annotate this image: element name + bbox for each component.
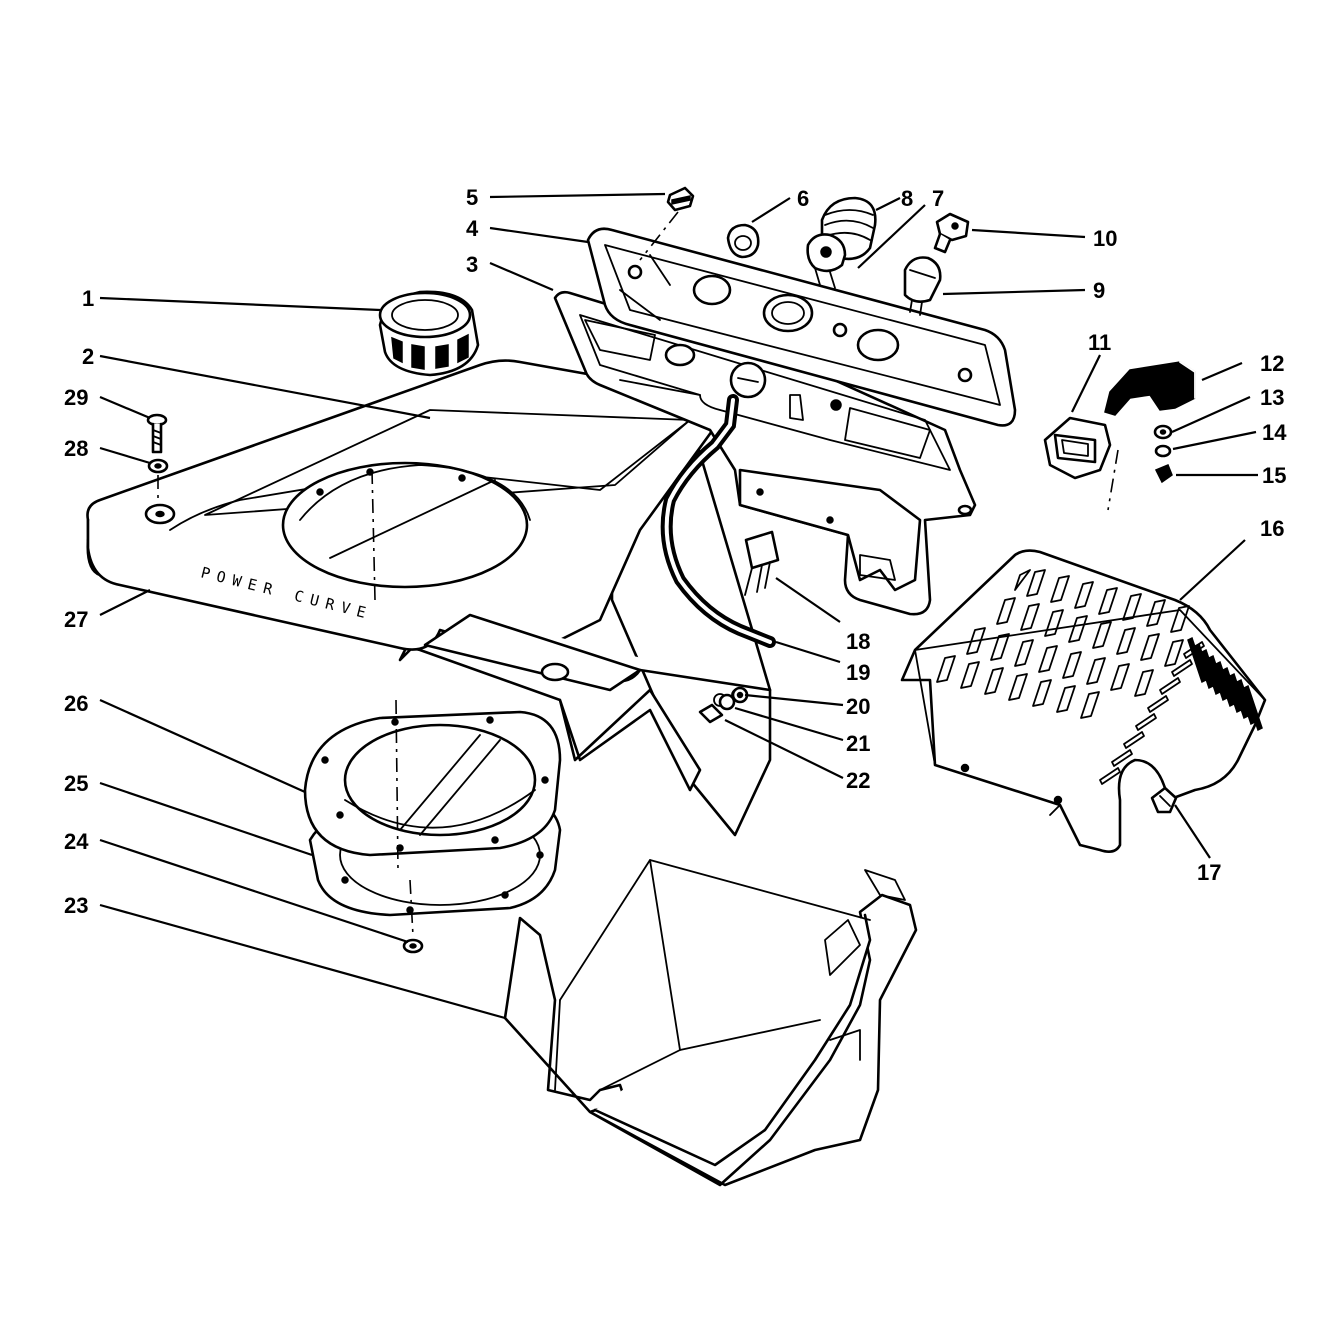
- callout-12: 12: [1260, 351, 1284, 376]
- callout-6: 6: [797, 186, 809, 211]
- vent-slot: [1164, 639, 1184, 667]
- part-7-switch: [806, 233, 847, 289]
- part-19-wire-harness: [660, 394, 776, 648]
- callout-19: 19: [846, 660, 870, 685]
- vent-slot: [1056, 685, 1076, 713]
- callout-7: 7: [932, 186, 944, 211]
- side-slot: [1171, 659, 1193, 677]
- vent-slot: [996, 597, 1016, 625]
- part-17-bolt: [1150, 786, 1178, 814]
- vent-slot: [1140, 633, 1160, 661]
- callout-3: 3: [466, 252, 478, 277]
- callout-20: 20: [846, 694, 870, 719]
- part-24-washer: [402, 938, 424, 954]
- side-slot: [1111, 749, 1133, 767]
- part-1-gas-cap: [378, 290, 480, 377]
- part-27-console-body: POWER CURVE: [86, 359, 772, 837]
- shroud-vent-slots: [936, 569, 1263, 785]
- side-slot: [1123, 731, 1145, 749]
- callout-9: 9: [1093, 278, 1105, 303]
- side-slot: [1183, 641, 1205, 659]
- callout-23: 23: [64, 893, 88, 918]
- part-18-connector: [744, 530, 780, 596]
- part-20-22-fastener-stack: [698, 686, 749, 724]
- part-26-flange-ring: [303, 710, 562, 857]
- side-slot: [1147, 695, 1169, 713]
- part-29-bolt: [146, 413, 168, 454]
- vent-slot: [936, 655, 956, 683]
- part-11-bezel: [1043, 416, 1112, 480]
- vent-slot: [1062, 651, 1082, 679]
- callout-13: 13: [1260, 385, 1284, 410]
- callout-17: 17: [1197, 860, 1221, 885]
- callout-15: 15: [1262, 463, 1286, 488]
- part-15-screw: [1154, 464, 1173, 484]
- vent-slot: [1122, 593, 1142, 621]
- vent-slot: [1170, 605, 1190, 633]
- callout-1: 1: [82, 286, 94, 311]
- vent-slot: [984, 667, 1004, 695]
- part-3-panel-frame: [553, 290, 977, 616]
- vent-slot: [1014, 639, 1034, 667]
- part-13-washer: [1153, 424, 1173, 440]
- vent-slot: [1146, 599, 1166, 627]
- callout-24: 24: [64, 829, 89, 854]
- callout-5: 5: [466, 185, 478, 210]
- callout-4: 4: [466, 216, 479, 241]
- vent-slot: [1098, 587, 1118, 615]
- part-14-washer: [1154, 444, 1172, 458]
- grille-slot: [1243, 684, 1263, 732]
- part-28-washer: [147, 458, 169, 474]
- alignment-lines: [157, 211, 1119, 937]
- part-6-knob: [726, 223, 760, 259]
- vent-slot: [1110, 663, 1130, 691]
- part-16-engine-shroud: [900, 549, 1267, 853]
- callout-11: 11: [1088, 330, 1111, 355]
- callout-labels: 1 2 3 4 5 6 7 8 9 10 11 12 13 14 15 16 1…: [64, 185, 1287, 918]
- vent-slot: [1008, 673, 1028, 701]
- side-slot: [1159, 677, 1181, 695]
- vent-slot: [960, 661, 980, 689]
- vent-slot: [1116, 627, 1136, 655]
- part-9-switch: [903, 256, 942, 316]
- callout-16: 16: [1260, 516, 1284, 541]
- part-10-key-switch: [933, 212, 970, 254]
- side-slot: [1099, 767, 1121, 785]
- part-4-panel-bezel: [586, 227, 1017, 427]
- callout-14: 14: [1262, 420, 1287, 445]
- vent-slot: [1020, 603, 1040, 631]
- vent-slot: [1074, 581, 1094, 609]
- part-5-screw: [666, 186, 695, 212]
- vent-slot: [1080, 691, 1100, 719]
- callout-18: 18: [846, 629, 870, 654]
- callout-26: 26: [64, 691, 88, 716]
- leader-lines: [99, 192, 1258, 1020]
- callout-29: 29: [64, 385, 88, 410]
- vent-slot: [1092, 621, 1112, 649]
- vent-slot: [1134, 669, 1154, 697]
- part-23-chute-housing: [503, 859, 918, 1187]
- side-slot: [1135, 713, 1157, 731]
- callout-28: 28: [64, 436, 88, 461]
- vent-slot: [1038, 645, 1058, 673]
- vent-slot: [1032, 679, 1052, 707]
- callout-25: 25: [64, 771, 88, 796]
- part-12-grip: [1104, 361, 1196, 416]
- vent-slot: [1026, 569, 1046, 597]
- vent-slot: [1044, 609, 1064, 637]
- callout-8: 8: [901, 186, 913, 211]
- callout-10: 10: [1093, 226, 1117, 251]
- vent-slot: [966, 627, 986, 655]
- callout-21: 21: [846, 731, 870, 756]
- callout-22: 22: [846, 768, 870, 793]
- vent-slot: [1086, 657, 1106, 685]
- callout-2: 2: [82, 344, 94, 369]
- vent-slot: [990, 633, 1010, 661]
- vent-slot: [1068, 615, 1088, 643]
- vent-slot: [1050, 575, 1070, 603]
- callout-27: 27: [64, 607, 88, 632]
